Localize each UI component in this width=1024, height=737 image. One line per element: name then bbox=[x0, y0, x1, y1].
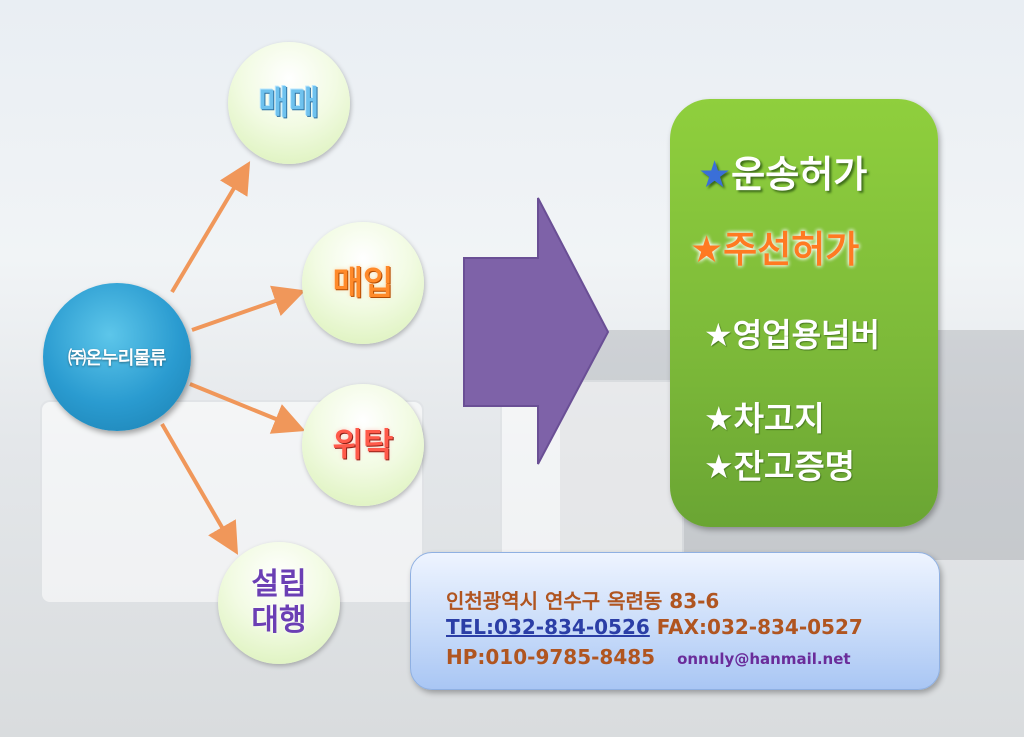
company-hub-circle: ㈜온누리물류 bbox=[43, 283, 191, 431]
service-item-3: ★영업용넘버 bbox=[704, 316, 880, 354]
arrow-to-maeip bbox=[191, 285, 306, 332]
node-seollip-line1: 설립 bbox=[251, 567, 307, 602]
arrow-to-maemae bbox=[170, 161, 251, 294]
email-address: onnuly@hanmail.net bbox=[677, 650, 851, 668]
big-right-arrow bbox=[463, 197, 610, 465]
arrow-to-seollip bbox=[160, 422, 239, 555]
star-icon: ★ bbox=[698, 153, 732, 196]
star-icon: ★ bbox=[704, 399, 734, 438]
fax-number: FAX:032-834-0527 bbox=[656, 615, 863, 639]
contact-phone-line: TEL:032-834-0526 FAX:032-834-0527 bbox=[446, 615, 863, 639]
service-item-4: ★차고지 bbox=[704, 399, 825, 438]
service-item-1: ★운송허가 bbox=[698, 153, 868, 196]
arrow-to-witak bbox=[189, 382, 306, 434]
contact-mobile-line: HP:010-9785-8485 onnuly@hanmail.net bbox=[446, 645, 851, 669]
node-seollip-line2: 대행 bbox=[251, 603, 307, 638]
tel-link[interactable]: TEL:032-834-0526 bbox=[446, 615, 650, 639]
node-maemae: 매매 bbox=[228, 42, 350, 164]
service-item-2: ★주선허가 bbox=[690, 228, 860, 271]
star-icon: ★ bbox=[690, 228, 724, 271]
star-icon: ★ bbox=[704, 447, 734, 486]
node-maeip-label: 매입 bbox=[332, 263, 394, 302]
node-seollip: 설립 대행 bbox=[218, 542, 340, 664]
node-maemae-label: 매매 bbox=[258, 83, 320, 122]
hp-number: HP:010-9785-8485 bbox=[446, 645, 656, 669]
services-box: ★운송허가 ★주선허가 ★영업용넘버 ★차고지 ★잔고증명 bbox=[670, 99, 938, 527]
node-witak-label: 위탁 bbox=[332, 425, 394, 464]
star-icon: ★ bbox=[704, 316, 733, 354]
company-name: ㈜온누리물류 bbox=[68, 348, 166, 369]
node-maeip: 매입 bbox=[302, 222, 424, 344]
node-witak: 위탁 bbox=[302, 384, 424, 506]
contact-address: 인천광역시 연수구 옥련동 83-6 bbox=[446, 589, 720, 613]
service-item-5: ★잔고증명 bbox=[704, 447, 856, 486]
contact-box: 인천광역시 연수구 옥련동 83-6 TEL:032-834-0526 FAX:… bbox=[410, 552, 940, 690]
